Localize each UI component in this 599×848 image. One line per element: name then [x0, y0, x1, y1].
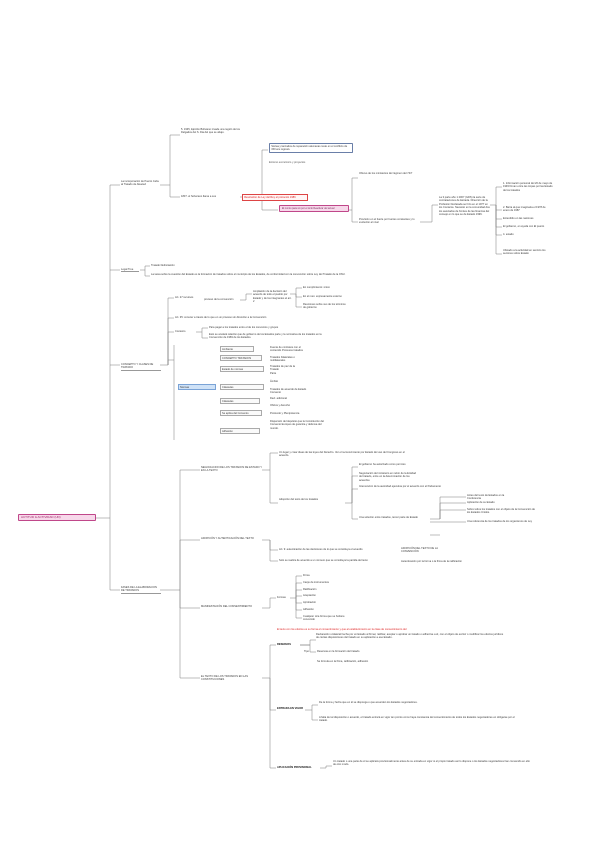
fase-10: Sobre todos los tratados con el objeto d… — [467, 508, 535, 515]
node-15: 4. estado — [503, 233, 514, 236]
node-29: Esto se anulará relación que de gobierno… — [209, 333, 322, 340]
fase-24: Adhesión — [303, 608, 314, 611]
branch-incorporacion[interactable]: La incorporación de Puerto Cebu al Trata… — [121, 180, 160, 187]
fase-5: Intervención de la autoridad ejecutiva p… — [359, 485, 441, 488]
fase-7: Una solución entre tratados, tercer part… — [359, 516, 418, 519]
node-40: Tratados de acuerdo de Estado Convenio — [270, 388, 307, 395]
node-8: Obtuvo de los ministerios del régimen de… — [359, 172, 413, 175]
node-38: Cláusulas — [220, 384, 264, 391]
node-18: La tarea sobre la cuestión del Estado es… — [151, 273, 346, 276]
fase-9: Aplicación de su Estado — [467, 501, 495, 504]
node-35: Tratados de paz de la Tratado — [270, 365, 295, 372]
node-27: Contexto — [175, 330, 186, 333]
node-9: Provisión en el fuerte por fuertes const… — [359, 218, 415, 225]
node-20: Art. 27 recursos — [175, 296, 194, 299]
fase-28: RESERVAS — [277, 643, 292, 646]
fase-21: Ratificación — [303, 588, 317, 591]
node-34: Estado de normas — [220, 366, 264, 373]
node-22: Ampliación de la decisión del acuerdo de… — [253, 290, 292, 304]
node-21: proceso de la convención — [204, 298, 234, 301]
branch-letter[interactable]: Legal Tree — [121, 268, 139, 273]
fase-11: Una referencia de los tratados de los or… — [467, 520, 533, 523]
fase-35: A falta de tal disposición o acuerdo, el… — [319, 716, 515, 723]
branch-contexto[interactable]: CONCEPTO Y CLASES DE TRATADO — [121, 363, 161, 371]
fase-33: ENTRADA EN VIGOR — [277, 707, 303, 710]
fase-36: APLICACIÓN PROVISIONAL — [277, 766, 312, 769]
node-13: Entendido en las naciones — [503, 217, 534, 220]
fase-12: ADOPCIÓN Y AUTENTICACIÓN DEL TEXTO — [201, 537, 254, 540]
node-14: El gobierno, en ayuda con El puerto — [503, 225, 545, 228]
node-23: En cumplimiento: único — [303, 286, 330, 289]
fase-22: Aceptación — [303, 594, 316, 597]
fase-13: Art. 9: autenticación de las decisiones … — [279, 548, 363, 551]
node-42: Decl. adicional — [270, 397, 287, 400]
node-16: Ubicado a la actividad en servicio los s… — [503, 249, 546, 256]
node-46: Adhesión — [220, 428, 260, 435]
fase-27: EL TEXTO DE LOS TRATADOS EN LAS CONSTITU… — [201, 675, 248, 682]
node-32: CONCEPTO TRATADOS — [220, 355, 262, 362]
node-7[interactable]: El monto para sin por el ciclo Reactivar… — [279, 205, 349, 212]
fase-23: Aprobación — [303, 601, 317, 604]
node-12: 2. Barra al que imaginaria el 1978 de en… — [503, 206, 546, 213]
fase-4: Negociación del ministerio en razón de l… — [359, 472, 416, 482]
node-11: 1. Información personal del 20 de mayo d… — [503, 182, 553, 192]
node-39: Ámbito — [270, 380, 279, 383]
fase-8: Antes del texto de Estados en la Confere… — [467, 494, 505, 501]
fase-26: El texto con los efectos es su forma el … — [277, 628, 407, 631]
fase-30: Tipo — [304, 650, 309, 653]
fase-15: Solo se realiza de acuerdo a un número q… — [279, 559, 368, 562]
node-30: Ambiente — [220, 346, 254, 353]
node-10: La 3 parte año 1 2007 (GDS) la serie de … — [439, 196, 490, 217]
node-26: Art. 35: conocer a través de lo que en u… — [175, 316, 267, 319]
fase-20: Canje de instrumentos — [303, 581, 329, 584]
fase-25: Cualquier otra forma que se hubiere conv… — [303, 615, 345, 622]
branch-fases[interactable]: FASES DE LA ELABORACION DE TRATADOS — [121, 586, 161, 594]
node-43: Oficios y derecho — [270, 404, 291, 407]
fase-18: Formas — [277, 596, 286, 599]
fase-14: ADOPCIÓN DEL TEXTO DE LA CONVENCIÓN — [401, 547, 438, 554]
fase-31: Reservas en la formación del tratado — [317, 650, 360, 653]
node-1: 5. 1935, Ejército Boliviano invade una r… — [181, 128, 240, 135]
fase-29: Declaración unilateral hecha por un Esta… — [316, 633, 504, 640]
fase-32: Se formula en la firma, ratificación, ad… — [317, 660, 369, 663]
node-2: 1837. el Soberano llama a sus — [181, 195, 217, 198]
fase-37: Un tratado o una parte de él se aplicará… — [333, 760, 530, 767]
node-44: Se aplica del Convenio — [220, 410, 262, 417]
fase-17: MANIFESTACIÓN DEL CONSENTIMIENTO — [201, 605, 252, 608]
node-6: Entorno económico y proyectos — [269, 161, 306, 164]
node-17: Tratado Delimitación — [151, 264, 175, 267]
node-28: Para pagar a los tratados entre el de lo… — [209, 326, 279, 329]
node-24: En el mes: expresamente externo — [303, 295, 342, 298]
root-node[interactable]: ACTITUD & ACTIVIDAD (UD) — [18, 514, 96, 521]
node-36: Parte — [270, 372, 277, 375]
fase-34: De la forma y fecha que en él se dispong… — [319, 701, 418, 704]
node-45: Protocolo y Plenipotencia — [270, 412, 300, 415]
node-41: Cláusulas — [220, 398, 260, 405]
fase-16: Autenticación por la forma o la firma de… — [401, 560, 462, 563]
node-33: Tratados bilaterales o multilaterales — [270, 356, 295, 363]
fase-3: El gobierno ha autorizado como permiso — [359, 463, 406, 466]
node-47: Dispersión del depósito que la Constituc… — [270, 420, 324, 430]
node-25: Reuniones sobre sus de los términos de g… — [303, 303, 346, 310]
node-4: Sortea y lanzados de reparación alemanas… — [269, 143, 354, 153]
node-37[interactable]: Normas — [178, 384, 216, 391]
fase-6: Adopción del texto de los tratados — [279, 498, 319, 501]
fase-1: Un lugar y crear ideas de las leyes del … — [279, 451, 405, 458]
node-3[interactable]: Resolución de Ley del Rey el protocolo 1… — [242, 194, 309, 201]
fase-19: Firma — [303, 574, 310, 577]
node-31: Fuente de contratos con el contenido Pro… — [270, 346, 303, 353]
fase-2: NEGOCIACION DE LOS TRATADOS DE ESTADO Y … — [201, 466, 262, 473]
